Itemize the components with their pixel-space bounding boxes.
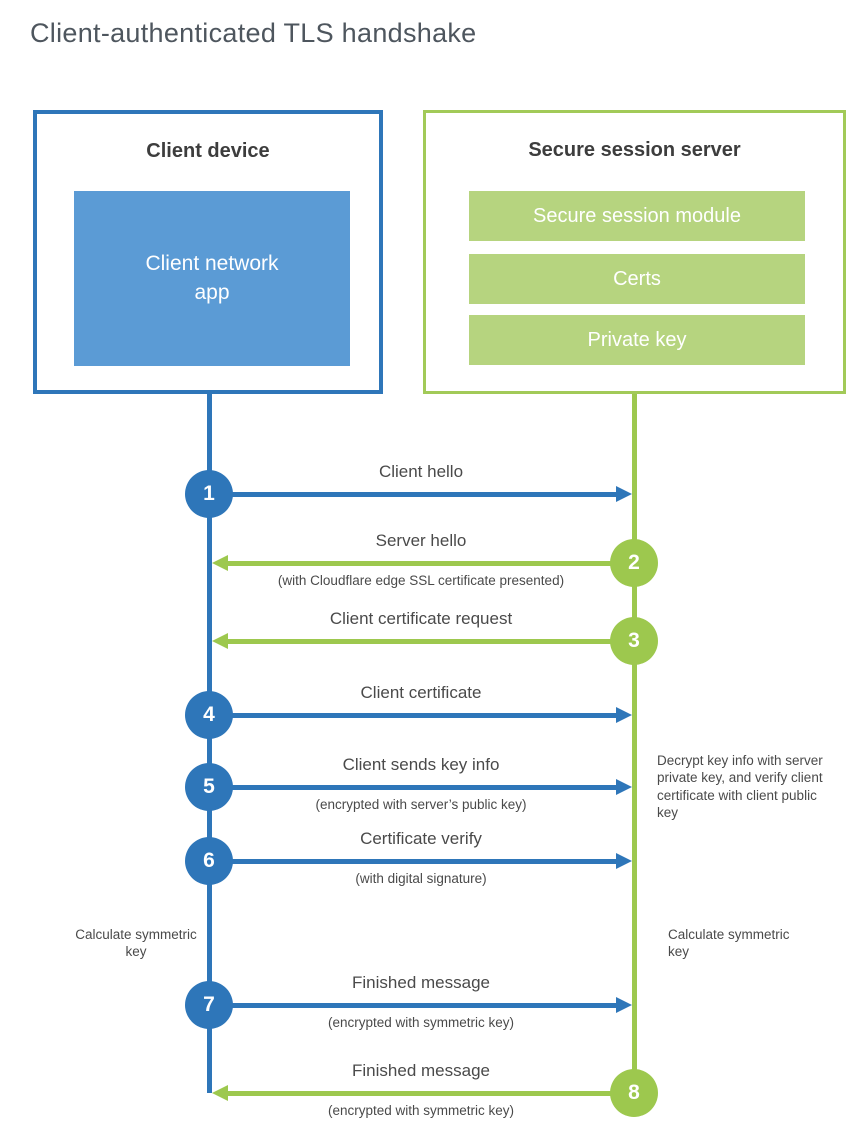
step-number-badge: 1 (185, 470, 233, 518)
message-sublabel: (encrypted with server’s public key) (315, 797, 527, 812)
page-title: Client-authenticated TLS handshake (30, 18, 477, 48)
client-network-app-label: Client network app (145, 252, 279, 304)
message-sublabel: (encrypted with symmetric key) (327, 1015, 515, 1030)
message-arrow (228, 639, 636, 644)
message-label: Certificate verify (360, 829, 482, 848)
server-lifeline (632, 394, 637, 1095)
message-label: Finished message (352, 1061, 490, 1080)
decrypt-key-note: Decrypt key info with server private key… (657, 753, 823, 820)
certs-block: Certs (469, 254, 805, 304)
client-device-title: Client device (146, 140, 270, 162)
arrowhead-icon (212, 1085, 228, 1101)
message-arrow (211, 713, 616, 718)
message-label: Client certificate (360, 683, 482, 702)
step-number-badge: 8 (610, 1069, 658, 1117)
arrowhead-icon (616, 779, 632, 795)
step-number-badge: 2 (610, 539, 658, 587)
message-arrow (211, 492, 616, 497)
secure-session-server-box: Secure session server Secure session mod… (423, 110, 846, 394)
private-key-block: Private key (469, 315, 805, 365)
message-arrow (211, 785, 616, 790)
secure-session-module-block: Secure session module (469, 191, 805, 241)
arrowhead-icon (616, 707, 632, 723)
step-number-badge: 6 (185, 837, 233, 885)
message-label: Client sends key info (342, 755, 500, 774)
message-arrow (228, 1091, 636, 1096)
secure-session-server-title: Secure session server (528, 139, 741, 161)
arrowhead-icon (616, 997, 632, 1013)
calculate-symmetric-key-note-client: Calculate symmetric key (75, 927, 197, 960)
arrowhead-icon (212, 555, 228, 571)
message-sublabel: (encrypted with symmetric key) (327, 1103, 515, 1118)
client-device-box: Client device Client network app (33, 110, 383, 394)
arrowhead-icon (616, 486, 632, 502)
calculate-symmetric-key-note-server: Calculate symmetric key (668, 927, 790, 960)
arrowhead-icon (616, 853, 632, 869)
message-label: Server hello (375, 531, 467, 550)
message-arrow (211, 1003, 616, 1008)
message-label: Client certificate request (329, 609, 513, 628)
message-label: Client hello (378, 462, 464, 481)
client-network-app-block: Client network app (74, 191, 350, 366)
message-sublabel: (with digital signature) (355, 871, 487, 886)
step-number-badge: 3 (610, 617, 658, 665)
step-number-badge: 7 (185, 981, 233, 1029)
step-number-badge: 4 (185, 691, 233, 739)
step-number-badge: 5 (185, 763, 233, 811)
arrowhead-icon (212, 633, 228, 649)
message-arrow (211, 859, 616, 864)
message-label: Finished message (352, 973, 490, 992)
message-sublabel: (with Cloudflare edge SSL certificate pr… (277, 573, 565, 588)
client-lifeline (207, 394, 212, 1093)
message-arrow (228, 561, 636, 566)
